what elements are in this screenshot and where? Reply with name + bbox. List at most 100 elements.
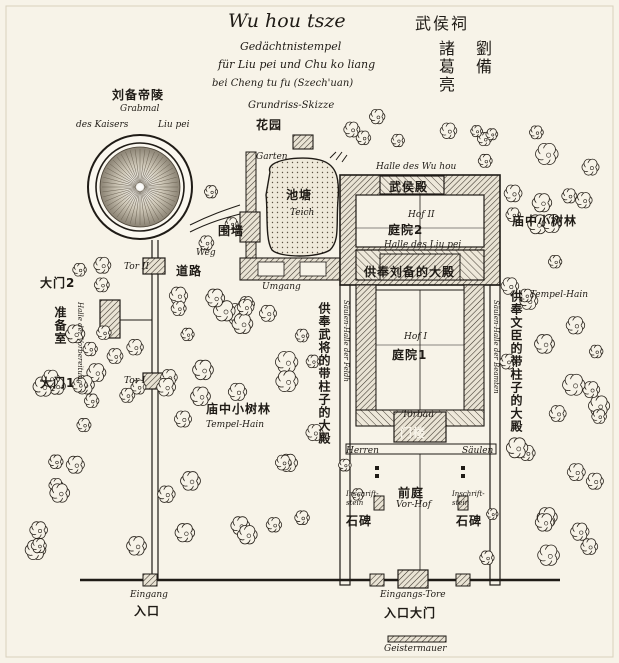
tree <box>173 410 193 428</box>
tree <box>174 523 196 543</box>
tree <box>205 288 226 308</box>
title-dedication: Gedächtnistempel <box>240 40 342 53</box>
tree <box>29 521 48 539</box>
road-label-zh: 道路 <box>176 264 203 278</box>
tree <box>93 277 110 293</box>
tree <box>562 373 586 396</box>
pond-label-zh: 池塘 <box>286 188 313 202</box>
tree <box>369 108 386 125</box>
tree <box>439 122 458 139</box>
tree <box>505 207 521 222</box>
tree <box>213 300 236 322</box>
tree <box>305 424 324 442</box>
tree <box>575 192 593 209</box>
forecourt-label-zh: 前庭 <box>398 486 425 500</box>
tree <box>126 536 147 556</box>
tree <box>156 377 176 397</box>
military-column-hall-block <box>355 284 377 426</box>
tree <box>65 324 86 344</box>
tree <box>190 386 211 406</box>
tree <box>71 377 88 393</box>
prep-label-de: Halle der Vorbereitung <box>76 302 84 384</box>
tree <box>529 125 544 140</box>
tree <box>503 184 523 203</box>
tree <box>49 483 71 503</box>
tree <box>119 387 136 403</box>
tree <box>581 158 600 176</box>
tree <box>93 256 112 274</box>
tree <box>570 522 590 541</box>
tree <box>500 277 520 295</box>
tree <box>130 379 147 395</box>
tree <box>274 454 292 471</box>
gate1-label-zh: 大门1 <box>40 376 76 390</box>
stele-left-label-de: Inschrift-stein <box>346 490 379 507</box>
stele-left-label-zh: 石碑 <box>346 514 373 528</box>
tree <box>485 128 499 141</box>
prep-label-zh: 准备室 <box>53 306 67 345</box>
tomb-label-de: Grabmal <box>120 104 160 114</box>
tree <box>157 485 176 503</box>
tree <box>275 370 299 392</box>
tree <box>227 382 248 401</box>
forecourt-label-de: Vor-Hof <box>396 500 432 510</box>
title-person-2: 諸葛亮 <box>436 40 455 94</box>
tree <box>76 418 92 433</box>
garden-pavilion <box>292 134 314 150</box>
tree <box>41 369 60 387</box>
stele-right-block <box>457 495 469 511</box>
tree <box>236 299 255 316</box>
tree <box>534 334 555 354</box>
tree <box>343 121 361 138</box>
tree <box>224 217 239 231</box>
gatehouse-label-zh: 门楼 <box>400 426 427 440</box>
tree <box>548 405 567 422</box>
tree <box>96 325 112 340</box>
civil-hall-label-zh: 供奉文臣的带柱子的大殿 <box>509 290 523 433</box>
tree <box>180 327 195 342</box>
tree <box>547 254 563 269</box>
tree <box>591 409 607 424</box>
tomb-label-zh: 刘备帝陵 <box>112 88 165 102</box>
pond <box>265 157 340 257</box>
tree <box>486 508 499 520</box>
civil-hall-label-de: Säulen-Halle der Beamten <box>492 300 500 394</box>
tree <box>531 193 553 213</box>
columns-left-label: Herren <box>346 446 379 456</box>
military-hall-label-de: Säulen-Halle der Feldh <box>342 300 350 382</box>
tree <box>534 513 555 532</box>
court2-label-zh: 庭院2 <box>388 223 424 237</box>
tree <box>519 288 534 303</box>
stele-right-label-zh: 石碑 <box>456 514 483 528</box>
tree <box>294 510 310 525</box>
tree-groves <box>24 108 611 566</box>
gate-2-block <box>142 257 166 275</box>
tree <box>83 393 100 409</box>
main-compound <box>339 174 501 286</box>
tree <box>86 363 107 382</box>
title-person-1: 劉備 <box>473 40 492 76</box>
tree <box>126 339 144 356</box>
tree <box>541 214 562 233</box>
temple-grove-label-de: Tempel-Hain <box>206 420 265 430</box>
tree <box>82 341 98 357</box>
tree <box>477 153 493 168</box>
court2-label-de: Hof II <box>408 210 435 220</box>
umgang-label: Umgang <box>262 282 301 292</box>
hall-liupei-label-zh: 供奉刘备的大殿 <box>364 265 456 279</box>
tree <box>351 488 365 501</box>
tree <box>106 348 124 364</box>
grove-right-label-zh: 庙中小树林 <box>512 214 578 228</box>
temple-grove-right-label-de: Tempel-Hain <box>530 290 589 300</box>
tree <box>565 316 586 335</box>
tree <box>338 458 352 472</box>
garden-label-zh: 花园 <box>256 118 283 132</box>
tree <box>499 353 517 370</box>
tree <box>265 517 283 533</box>
gate2-label-de: Tor II <box>124 262 149 272</box>
military-hall-label-zh: 供奉武将的带柱子的大殿 <box>317 302 331 445</box>
tree <box>192 359 214 381</box>
tomb-rays <box>102 149 178 225</box>
